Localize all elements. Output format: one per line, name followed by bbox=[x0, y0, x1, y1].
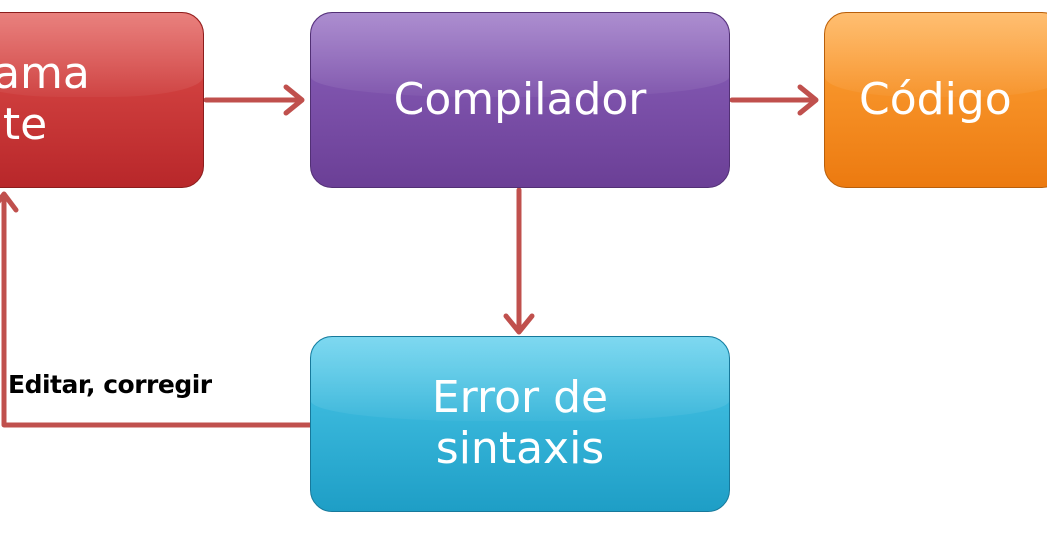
arrowhead-error bbox=[503, 313, 535, 335]
node-programa-fuente: rama nte bbox=[0, 12, 204, 188]
node-compilador-label: Compilador bbox=[393, 73, 647, 125]
arrowhead-codigo bbox=[797, 84, 819, 116]
node-codigo: Código bbox=[824, 12, 1047, 188]
node-programa-line2: nte bbox=[0, 99, 48, 150]
arrowhead-programa bbox=[0, 191, 19, 213]
arrowhead-compilador bbox=[283, 84, 305, 116]
node-error-line1: Error de bbox=[431, 372, 609, 424]
node-error-sintaxis: Error de sintaxis bbox=[310, 336, 730, 512]
arrow-error-to-programa bbox=[1, 193, 313, 428]
node-compilador: Compilador bbox=[310, 12, 730, 188]
feedback-edge-label: Editar, corregir bbox=[8, 370, 212, 399]
node-codigo-label: Código bbox=[859, 73, 1012, 125]
node-error-line2: sintaxis bbox=[435, 423, 605, 474]
node-programa-line1: rama bbox=[0, 48, 90, 100]
